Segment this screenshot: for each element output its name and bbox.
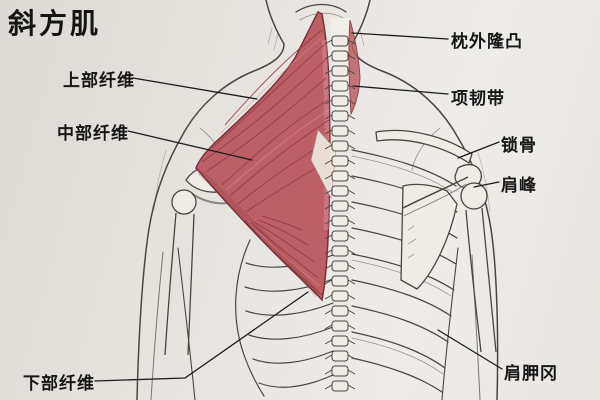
leader-upper-fibers xyxy=(132,77,258,100)
leader-lower-fibers xyxy=(94,291,309,382)
right-scapula xyxy=(375,129,497,353)
right-humerus-head xyxy=(460,182,488,210)
right-clavicle xyxy=(375,129,473,164)
leader-occipital xyxy=(351,32,449,40)
left-humerus-shaft xyxy=(164,212,195,356)
diagram-title: 斜方肌 xyxy=(8,9,102,40)
leader-lines xyxy=(94,32,503,382)
label-clavicle: 锁骨 xyxy=(501,136,537,155)
label-lower-fibers: 下部纤维 xyxy=(23,374,95,393)
leader-scapular-spine xyxy=(437,329,503,370)
leader-clavicle xyxy=(457,141,500,159)
leader-acromion xyxy=(473,181,500,188)
leader-nuchal xyxy=(352,85,449,95)
muscle-fibers xyxy=(201,29,331,296)
left-humerus-head xyxy=(171,189,197,215)
label-nuchal-ligament: 项韧带 xyxy=(451,89,505,108)
label-upper-fibers: 上部纤维 xyxy=(63,71,135,90)
label-scapular-spine: 肩胛冈 xyxy=(504,364,558,383)
right-humerus-shaft xyxy=(465,207,497,353)
aponeurosis-patch xyxy=(310,129,337,200)
label-acromion: 肩峰 xyxy=(501,176,537,195)
label-middle-fibers: 中部纤维 xyxy=(57,124,129,143)
label-external-occipital-protuberance: 枕外隆凸 xyxy=(451,32,523,51)
leader-middle-fibers xyxy=(127,130,253,161)
